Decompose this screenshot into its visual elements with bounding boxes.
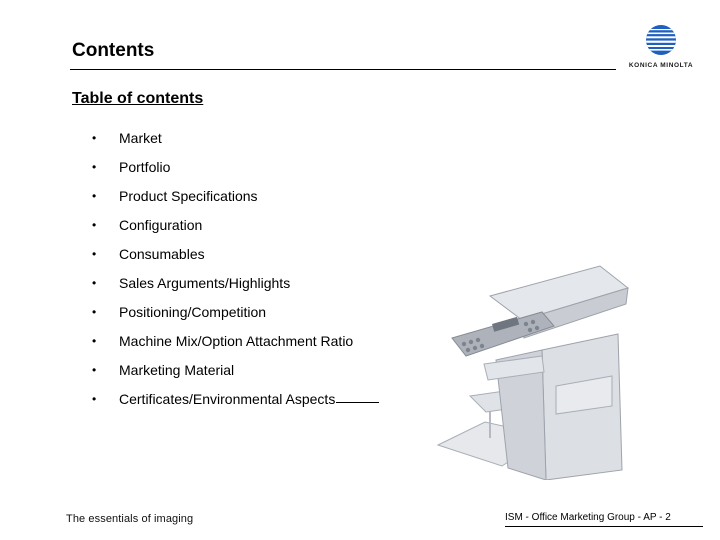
bullet: • xyxy=(92,334,97,348)
toc-item-positioning: • Positioning/Competition xyxy=(92,302,379,331)
slide-title: Contents xyxy=(72,40,155,61)
multifunction-printer-image xyxy=(436,265,630,480)
bullet: • xyxy=(92,247,97,261)
bullet: • xyxy=(92,218,97,232)
bullet: • xyxy=(92,305,97,319)
bullet: • xyxy=(92,189,97,203)
bullet: • xyxy=(92,131,97,145)
toc-item-label: Certificates/Environmental Aspects xyxy=(119,391,336,407)
footer-text: ISM - Office Marketing Group - AP - 2 xyxy=(505,512,671,523)
toc-item-sales-arguments: • Sales Arguments/Highlights xyxy=(92,273,379,302)
toc-heading: Table of contents xyxy=(72,90,204,107)
toc-item-label: Marketing Material xyxy=(119,362,235,378)
toc-item-certificates: • Certificates/Environmental Aspects xyxy=(92,389,380,418)
toc-item-label: Product Specifications xyxy=(119,188,258,204)
footer-divider xyxy=(505,526,703,527)
toc-item-label: Portfolio xyxy=(119,159,171,175)
toc-item-portfolio: • Portfolio xyxy=(92,157,379,186)
toc-item-configuration: • Configuration xyxy=(92,215,379,244)
toc-list: • Market • Portfolio • Product Specificatio… xyxy=(92,128,380,418)
toc-item-machine-mix: • Machine Mix/Option Attachment Ratio xyxy=(92,331,379,360)
toc-item-label: Positioning/Competition xyxy=(119,304,267,320)
bullet: • xyxy=(92,363,97,377)
brand-tagline: The essentials of imaging xyxy=(66,513,194,525)
toc-item-marketing-material: • Marketing Material xyxy=(92,360,379,389)
company-logo: KONICA MINOLTA xyxy=(622,22,700,76)
toc-item-product-specifications: • Product Specifications xyxy=(92,186,379,215)
toc-item-label: Market xyxy=(119,130,162,146)
title-divider xyxy=(70,69,616,70)
toc-item-market: • Market xyxy=(92,128,379,157)
bullet: • xyxy=(92,276,97,290)
globe-logo-icon xyxy=(646,25,676,55)
logo-wordmark: KONICA MINOLTA xyxy=(628,62,694,69)
toc-item-label: Sales Arguments/Highlights xyxy=(119,275,291,291)
trailing-underline xyxy=(336,389,380,403)
bullet: • xyxy=(92,160,97,174)
toc-item-label: Machine Mix/Option Attachment Ratio xyxy=(119,333,354,349)
toc-item-label: Configuration xyxy=(119,217,203,233)
bullet: • xyxy=(92,392,97,406)
toc-item-consumables: • Consumables xyxy=(92,244,379,273)
toc-item-label: Consumables xyxy=(119,246,205,262)
